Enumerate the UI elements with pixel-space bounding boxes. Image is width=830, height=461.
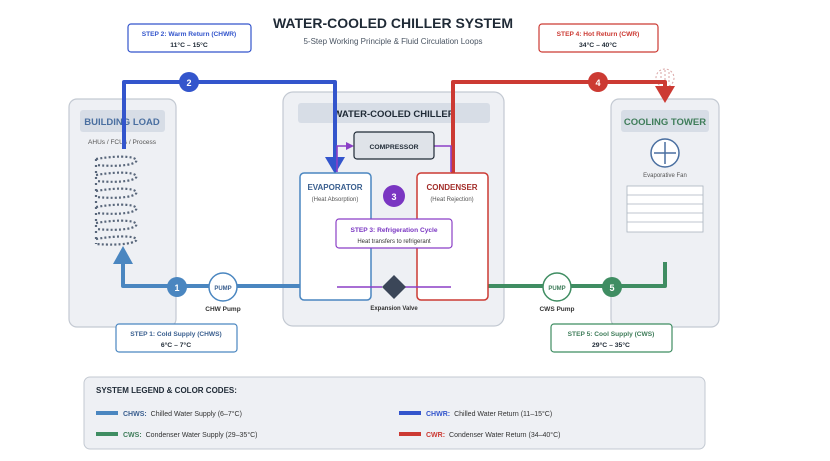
legend-title: SYSTEM LEGEND & COLOR CODES:: [96, 386, 237, 395]
step-5-callout: STEP 5: Cool Supply (CWS) 29°C – 35°C: [550, 323, 673, 353]
step-1-temp: 6°C – 7°C: [161, 341, 191, 349]
page-title: WATER-COOLED CHILLER SYSTEM: [273, 15, 513, 31]
compressor-label: COMPRESSOR: [369, 144, 418, 151]
svg-text:CHWR: Chilled Water Retu: CHWR: Chilled Water Return (11–15°C): [426, 410, 552, 418]
cooling-tower-title: COOLING TOWER: [624, 117, 706, 128]
step-5-title: STEP 5: Cool Supply (CWS): [568, 331, 655, 338]
legend-code-chwr: CHWR:: [426, 411, 450, 418]
evaporative-fan-icon: [650, 138, 680, 168]
expansion-valve-icon: [382, 275, 406, 299]
step-5-temp: 29°C – 35°C: [592, 341, 630, 349]
step-3-badge: 3: [383, 185, 405, 207]
step-2-callout: STEP 2: Warm Return (CHWR) 11°C – 15°C: [127, 23, 252, 53]
chw-pump-icon: PUMP: [208, 272, 238, 302]
cws-pump-label: CWS Pump: [539, 306, 574, 313]
step-2-title: STEP 2: Warm Return (CHWR): [142, 31, 237, 38]
step-4-callout: STEP 4: Hot Return (CWR) 34°C – 40°C: [538, 23, 659, 53]
tower-fill-media: [626, 185, 704, 233]
legend-code-cwr: CWR:: [426, 432, 445, 439]
chiller-title: WATER-COOLED CHILLER: [333, 109, 454, 120]
svg-text:4: 4: [595, 78, 600, 88]
step-3-title: STEP 3: Refrigeration Cycle: [350, 227, 437, 234]
legend-desc-chwr: Chilled Water Return (11–15°C): [454, 410, 552, 418]
svg-text:PUMP: PUMP: [214, 286, 231, 292]
step-3-callout: STEP 3: Refrigeration Cycle Heat transfe…: [335, 218, 453, 249]
svg-text:CHWS: Chilled Water Supp: CHWS: Chilled Water Supply (6–7°C): [123, 410, 242, 418]
step-2-badge: 2: [179, 72, 199, 92]
legend-desc-cwr: Condenser Water Return (34–40°C): [449, 431, 560, 439]
legend-desc-chws: Chilled Water Supply (6–7°C): [151, 410, 242, 418]
condenser-subtitle: (Heat Rejection): [430, 197, 473, 203]
cooling-coil-icon: [94, 155, 138, 246]
legend: SYSTEM LEGEND & COLOR CODES: CHWS: Chill…: [83, 376, 706, 450]
evaporator-title: EVAPORATOR: [307, 183, 362, 192]
chwr-pipe: [122, 80, 345, 174]
chw-pump-label: CHW Pump: [205, 306, 240, 313]
step-4-badge: 4: [588, 72, 608, 92]
expansion-valve-label: Expansion Valve: [370, 306, 418, 312]
cwr-pipe: [451, 80, 675, 175]
step-4-temp: 34°C – 40°C: [579, 41, 617, 49]
evaporator-subtitle: (Heat Absorption): [312, 197, 359, 203]
step-1-title: STEP 1: Cold Supply (CHWS): [130, 331, 221, 338]
legend-desc-cws: Condenser Water Supply (29–35°C): [146, 431, 258, 439]
cws-pump-icon: PUMP: [542, 272, 572, 302]
legend-code-cws: CWS:: [123, 432, 142, 439]
svg-text:PUMP: PUMP: [548, 286, 565, 292]
condenser-title: CONDENSER: [426, 183, 477, 192]
svg-text:CWR: Condenser Water Ret: CWR: Condenser Water Return (34–40°C): [426, 431, 561, 439]
svg-text:5: 5: [609, 283, 614, 293]
svg-text:CWS: Condenser Water Sup: CWS: Condenser Water Supply (29–35°C): [123, 431, 258, 439]
step-1-callout: STEP 1: Cold Supply (CHWS) 6°C – 7°C: [115, 323, 238, 353]
svg-text:3: 3: [391, 192, 396, 202]
step-5-badge: 5: [602, 277, 622, 297]
evaporative-fan-label: Evaporative Fan: [643, 173, 687, 179]
legend-code-chws: CHWS:: [123, 411, 147, 418]
svg-text:2: 2: [186, 78, 191, 88]
compressor: COMPRESSOR: [353, 131, 435, 160]
svg-text:1: 1: [174, 283, 179, 293]
step-3-text: Heat transfers to refrigerant: [357, 239, 431, 245]
page-subtitle: 5-Step Working Principle & Fluid Circula…: [303, 37, 482, 46]
step-4-title: STEP 4: Hot Return (CWR): [557, 31, 640, 38]
step-2-temp: 11°C – 15°C: [170, 41, 208, 49]
step-1-badge: 1: [167, 277, 187, 297]
